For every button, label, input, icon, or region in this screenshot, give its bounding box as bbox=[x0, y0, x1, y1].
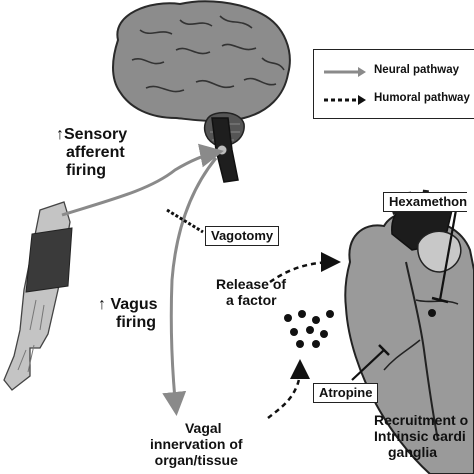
vagal-innervation-label: Vagal innervation of organ/tissue bbox=[150, 420, 243, 468]
atropine-label: Atropine bbox=[313, 383, 379, 403]
brain-illustration bbox=[112, 0, 291, 183]
release-factor-label: Release of a factor bbox=[216, 276, 287, 308]
vagotomy-cut-mark bbox=[166, 208, 204, 234]
legend-symbols bbox=[324, 67, 366, 105]
sensory-afferent-label: ↑Sensory afferent firing bbox=[56, 126, 128, 179]
hexamethonium-inhibit-line bbox=[438, 209, 458, 301]
legend-box: Neural pathway Humoral pathway bbox=[313, 49, 474, 119]
legend-neural-label: Neural pathway bbox=[374, 64, 459, 76]
recruitment-label: Recruitment o Intrinsic cardi ganglia bbox=[374, 412, 469, 460]
vagotomy-label: Vagotomy bbox=[205, 226, 280, 246]
arm-illustration bbox=[3, 201, 73, 391]
factor-dots bbox=[284, 310, 334, 348]
vagus-efferent-arrow bbox=[162, 157, 218, 416]
humoral-arrow-to-heart bbox=[269, 252, 341, 284]
hexamethonium-label: Hexamethon bbox=[383, 192, 468, 212]
legend-humoral-label: Humoral pathway bbox=[374, 92, 470, 104]
vagus-firing-label: ↑ Vagus firing bbox=[98, 296, 158, 331]
atropine-inhibit-line bbox=[351, 349, 385, 381]
sensory-afferent-arrow bbox=[61, 143, 224, 217]
humoral-arrow-from-organ bbox=[267, 359, 310, 419]
